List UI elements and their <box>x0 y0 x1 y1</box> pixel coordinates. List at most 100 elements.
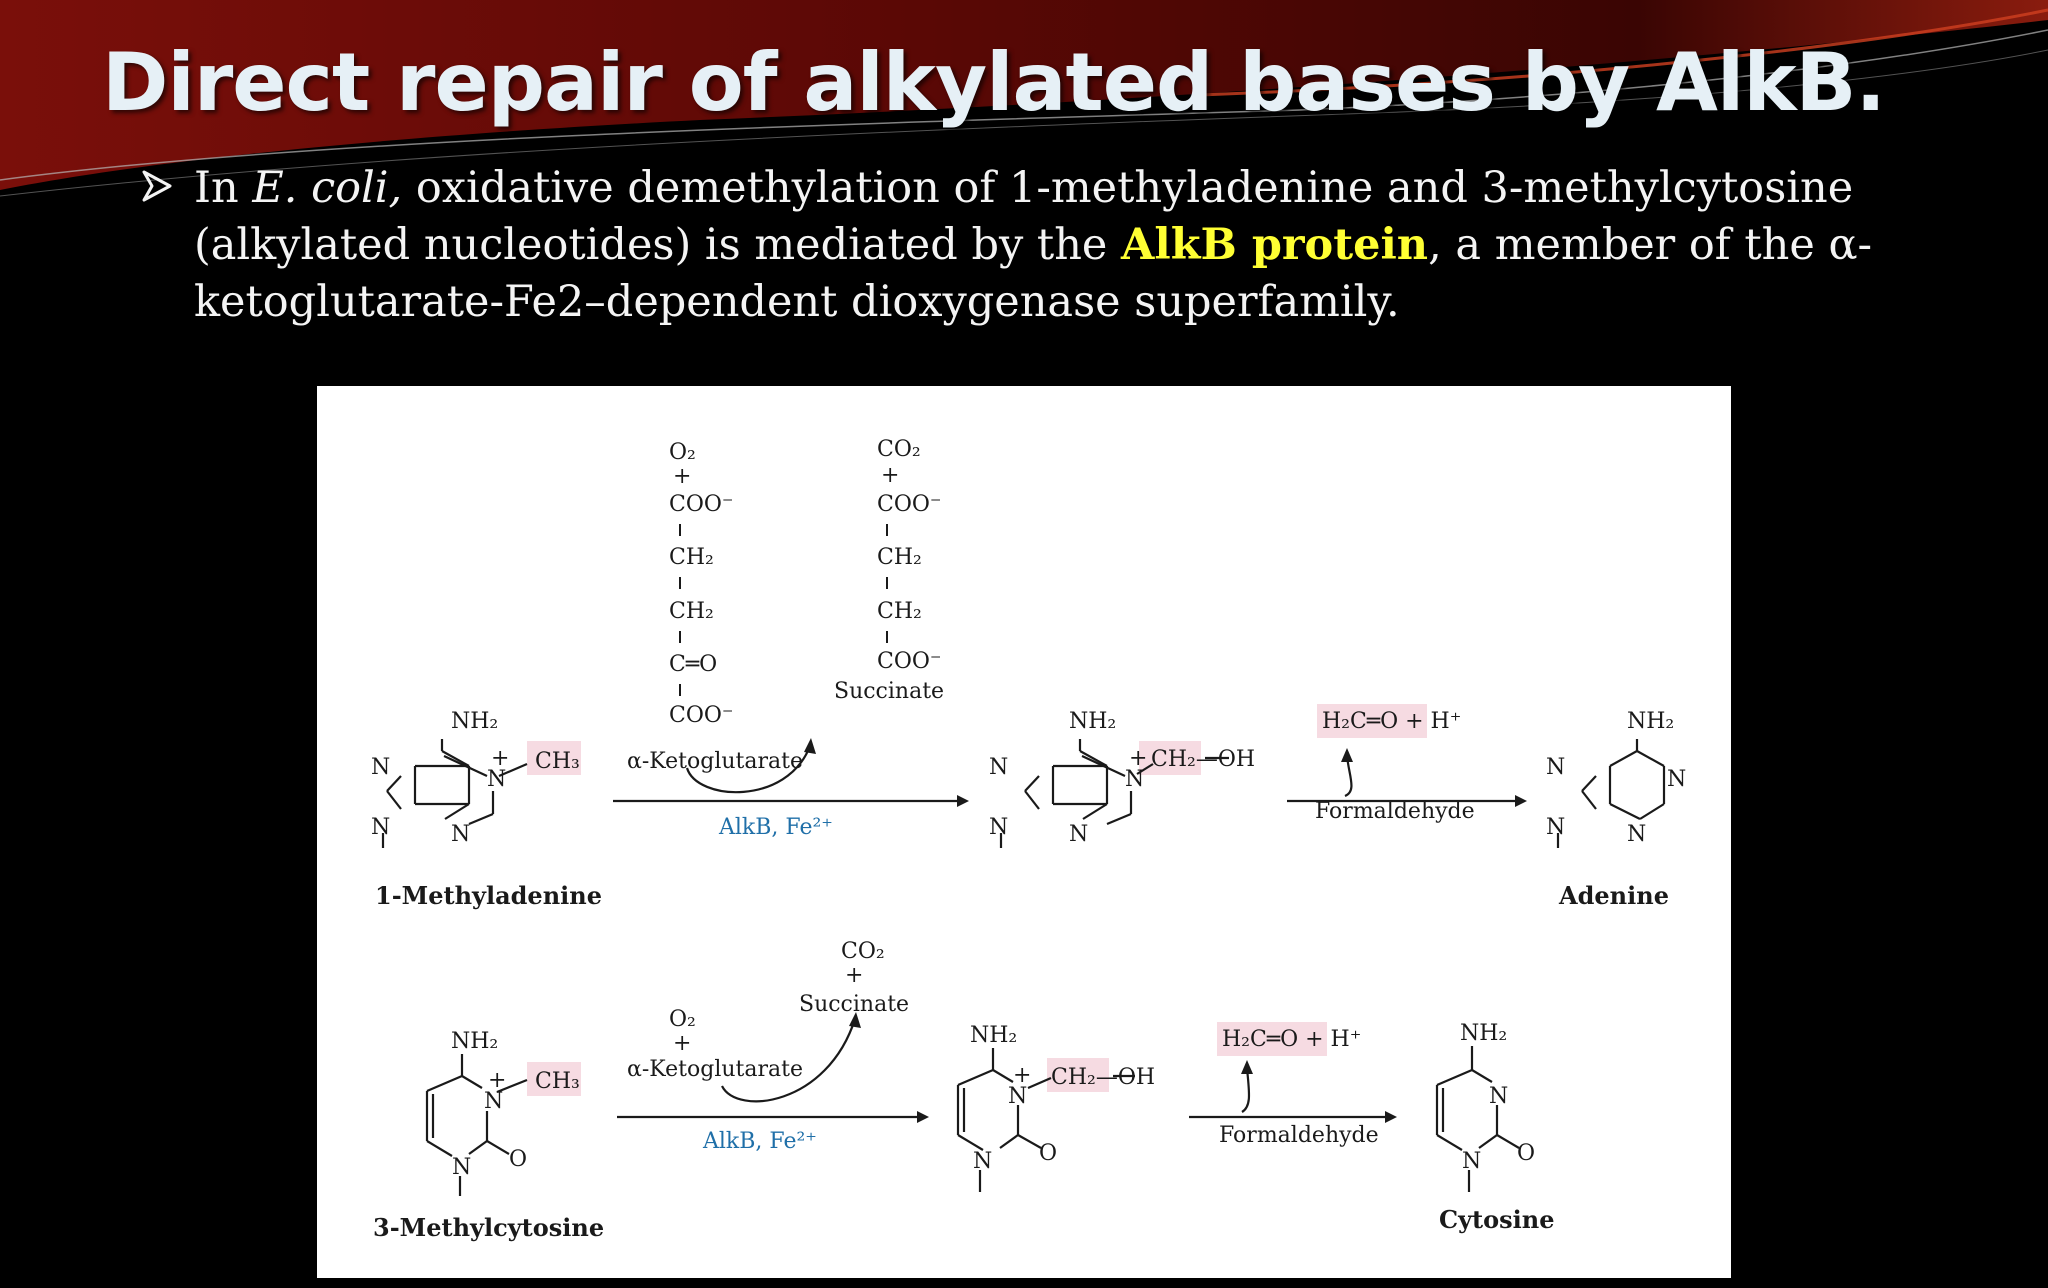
carbonyl-oxygen: O <box>509 1147 527 1172</box>
ring-nitrogen: N <box>1546 815 1565 840</box>
alpha-ketoglutarate-label-bottom: α-Ketoglutarate <box>627 1057 803 1082</box>
methyl-highlight-box <box>527 741 581 775</box>
carbonyl-oxygen: O <box>1517 1141 1535 1166</box>
bullet-arrow-icon <box>142 170 172 202</box>
arrowhead-icon <box>1515 795 1527 807</box>
succinate-label-bottom: Succinate <box>799 992 909 1017</box>
bullet-species: E. coli, <box>252 163 403 213</box>
amine-label: NH₂ <box>1069 709 1116 734</box>
alpha-ketoglutarate-stack: O₂ + COO⁻ CH₂ CH₂ C═O COO⁻ <box>669 440 734 728</box>
succinate-label: Succinate <box>834 679 944 704</box>
ring-nitrogen: N <box>452 1155 471 1180</box>
hydroxymethyl-label-bottom: CH₂—OH <box>1051 1065 1155 1090</box>
byproduct-bottom: H₂C═O + H⁺ <box>1222 1027 1361 1052</box>
bullet-text-part: In <box>194 163 253 213</box>
cytosine-structure <box>1435 1046 1520 1192</box>
stack-item: O₂ <box>669 440 696 465</box>
ring-nitrogen: N <box>487 767 506 792</box>
bullet-text: In E. coli, oxidative demethylation of 1… <box>194 160 1984 331</box>
stack-item: C═O <box>669 652 717 677</box>
hydroxymethyl-label: CH₂—OH <box>1151 747 1255 772</box>
charge-plus: + <box>1129 746 1147 771</box>
methyl-highlight-box <box>527 1062 581 1096</box>
alpha-ketoglutarate-label: α-Ketoglutarate <box>627 749 803 774</box>
stack-item: + <box>673 464 691 489</box>
arrowhead-icon <box>1341 748 1353 762</box>
charge-plus: + <box>488 1068 506 1093</box>
ring-nitrogen: N <box>1546 755 1565 780</box>
methyl-label: CH₃ <box>535 1069 580 1094</box>
stack-item: COO⁻ <box>877 649 942 674</box>
stack-item: CH₂ <box>877 545 922 570</box>
amine-label: NH₂ <box>451 709 498 734</box>
amine-label: NH₂ <box>1627 709 1674 734</box>
stack-item: COO⁻ <box>669 492 734 517</box>
ring-nitrogen: N <box>1008 1084 1027 1109</box>
curved-arrow-top <box>685 745 812 794</box>
adenine-structure <box>1556 739 1666 848</box>
ring-nitrogen: N <box>484 1089 503 1114</box>
hydroxymethylcytosine-structure <box>956 1048 1135 1192</box>
arrowhead-icon <box>917 1111 929 1123</box>
formaldehyde-highlight-box <box>1317 704 1427 738</box>
ring-nitrogen: N <box>973 1149 992 1174</box>
stack-item: COO⁻ <box>877 492 942 517</box>
enzyme-label-top: AlkB, Fe²⁺ <box>718 815 833 840</box>
arrowhead-icon <box>1385 1111 1397 1123</box>
formaldehyde-label-top: Formaldehyde <box>1315 799 1475 824</box>
substrate-name-bottom: 3-Methylcytosine <box>373 1213 604 1242</box>
formaldehyde-label-bottom: Formaldehyde <box>1219 1123 1379 1148</box>
charge-plus: + <box>1013 1063 1031 1088</box>
enzyme-label-bottom: AlkB, Fe²⁺ <box>702 1129 817 1154</box>
hydroxymethyladenine-structure <box>999 739 1229 848</box>
arrowhead-icon <box>957 795 969 807</box>
bullet-text-part: , a member of the α-ketoglutarate-Fe2–de… <box>194 220 1873 327</box>
ring-nitrogen: N <box>989 755 1008 780</box>
plus-label: + <box>673 1031 691 1056</box>
o2-label: O₂ <box>669 1007 696 1032</box>
ring-nitrogen: N <box>371 755 390 780</box>
background-swoosh <box>0 0 2048 197</box>
co2-label: CO₂ <box>841 939 885 964</box>
methyladenine-structure <box>381 739 581 848</box>
arrowhead-icon <box>804 738 816 754</box>
methylcytosine-structure <box>425 1054 581 1196</box>
reaction-scheme: O₂ + COO⁻ CH₂ CH₂ C═O COO⁻ α-Ketoglutara… <box>371 437 1686 1242</box>
carbonyl-oxygen: O <box>1039 1141 1057 1166</box>
amine-label: NH₂ <box>451 1029 498 1054</box>
stack-item: COO⁻ <box>669 703 734 728</box>
bullet-highlight: AlkB protein <box>1121 220 1429 270</box>
bullet-text-part: oxidative demethylation of 1-methyladeni… <box>194 163 1854 270</box>
ring-nitrogen: N <box>1462 1149 1481 1174</box>
ring-nitrogen: N <box>1125 767 1144 792</box>
product-name-bottom: Cytosine <box>1439 1205 1555 1234</box>
substrate-name-top: 1-Methyladenine <box>375 881 602 910</box>
plus-label: + <box>845 963 863 988</box>
ring-nitrogen: N <box>1069 822 1088 847</box>
ring-nitrogen: N <box>1489 1084 1508 1109</box>
byproduct-top: H₂C═O + H⁺ <box>1322 709 1461 734</box>
stack-item: CH₂ <box>669 599 714 624</box>
product-name-top: Adenine <box>1558 881 1669 910</box>
ring-nitrogen: N <box>1667 767 1686 792</box>
amine-label: NH₂ <box>970 1023 1017 1048</box>
reaction-figure: O₂ + COO⁻ CH₂ CH₂ C═O COO⁻ α-Ketoglutara… <box>317 386 1731 1278</box>
methyl-highlight-box <box>1139 741 1201 775</box>
stack-item: CO₂ <box>877 437 921 462</box>
stack-item: CH₂ <box>669 545 714 570</box>
ring-nitrogen: N <box>371 815 390 840</box>
methyl-label: CH₃ <box>535 749 580 774</box>
arrowhead-icon <box>849 1012 861 1028</box>
ring-nitrogen: N <box>989 815 1008 840</box>
amine-label: NH₂ <box>1460 1021 1507 1046</box>
curved-arrow-bottom-2 <box>1241 1067 1251 1113</box>
ring-nitrogen: N <box>451 822 470 847</box>
slide-title: Direct repair of alkylated bases by AlkB… <box>102 36 1886 129</box>
succinate-stack: CO₂ + COO⁻ CH₂ CH₂ COO⁻ <box>877 437 942 674</box>
curved-arrow-bottom <box>721 1018 857 1103</box>
charge-plus: + <box>491 746 509 771</box>
ring-nitrogen: N <box>1627 822 1646 847</box>
arrowhead-icon <box>1241 1060 1253 1074</box>
methyl-highlight-box <box>1047 1058 1109 1092</box>
stack-item: + <box>881 463 899 488</box>
